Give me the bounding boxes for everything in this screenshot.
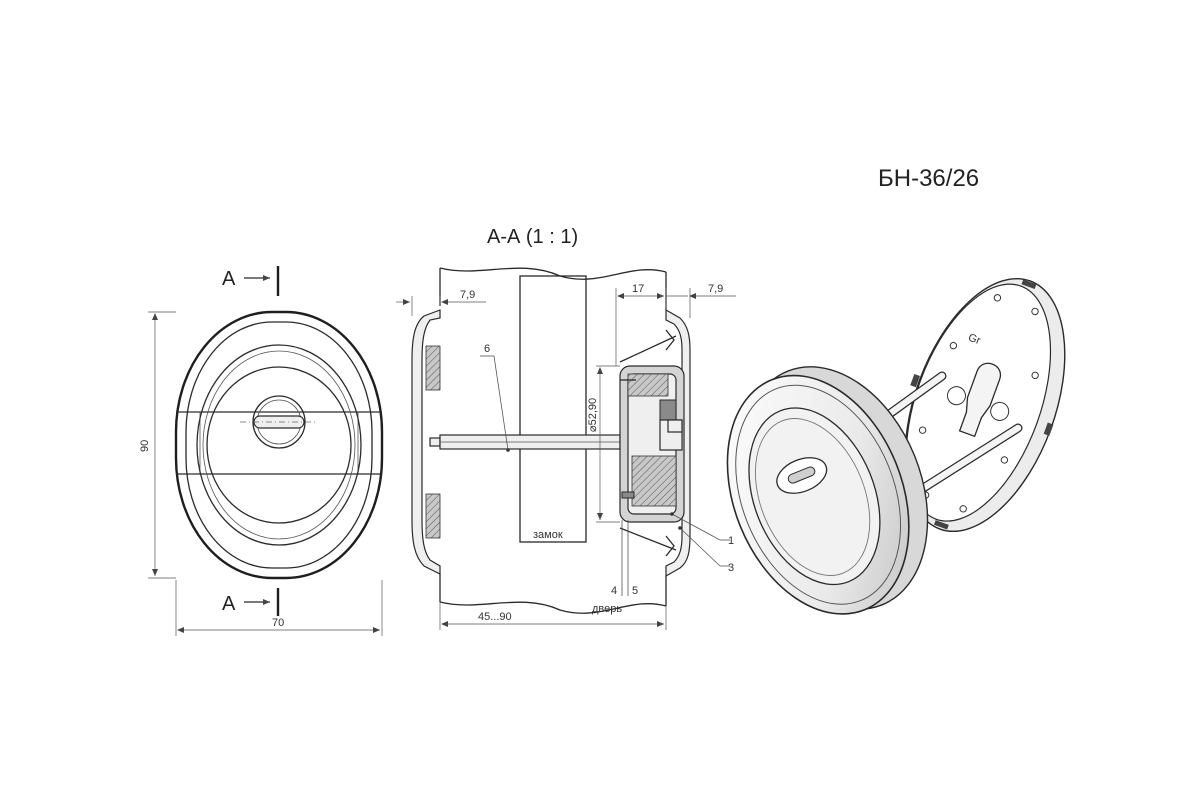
- back-plate-keyhole: [958, 362, 1002, 438]
- inner-plate-boss-bottom: [425, 493, 441, 539]
- model-title: БН-36/26: [878, 165, 979, 192]
- door-label: дверь: [592, 603, 622, 615]
- section-title: А-А (1 : 1): [487, 226, 578, 248]
- front-key-slot: [787, 466, 816, 484]
- door-top-break: [439, 267, 667, 280]
- callout-4: 4: [611, 585, 617, 597]
- cap-insert-top: [627, 373, 669, 397]
- diameter-dimension-label: ⌀52,90: [587, 398, 599, 432]
- callout-3: 3: [728, 562, 734, 574]
- width-dimension-label: 70: [272, 617, 284, 629]
- front-view: А А 90 70: [139, 266, 384, 636]
- section-mark-top: А: [222, 268, 236, 290]
- section-view: замок дверь 6 1: [396, 267, 736, 630]
- door-bottom-break: [439, 601, 667, 614]
- protective-cap: [206, 366, 352, 524]
- lock-label: замок: [533, 529, 563, 541]
- callout-1: 1: [728, 535, 734, 547]
- callout-6: 6: [484, 343, 490, 355]
- inner-plate: [411, 309, 441, 575]
- cap-insert-bottom: [631, 455, 677, 507]
- depth-dimension-label: 17: [632, 283, 644, 295]
- section-mark-bottom: А: [222, 593, 236, 615]
- right-offset-dimension-label: 7,9: [708, 283, 723, 295]
- back-plate-logo: Gr: [966, 332, 982, 348]
- door-thickness-dimension-label: 45...90: [478, 611, 512, 623]
- height-dimension-label: 90: [139, 440, 151, 452]
- lock-body: [519, 275, 587, 543]
- inner-plate-boss-top: [425, 345, 441, 391]
- isometric-view: Gr: [726, 277, 1066, 615]
- callout-5: 5: [632, 585, 638, 597]
- left-offset-dimension-label: 7,9: [460, 289, 475, 301]
- escutcheon-outer-outline: [174, 310, 384, 580]
